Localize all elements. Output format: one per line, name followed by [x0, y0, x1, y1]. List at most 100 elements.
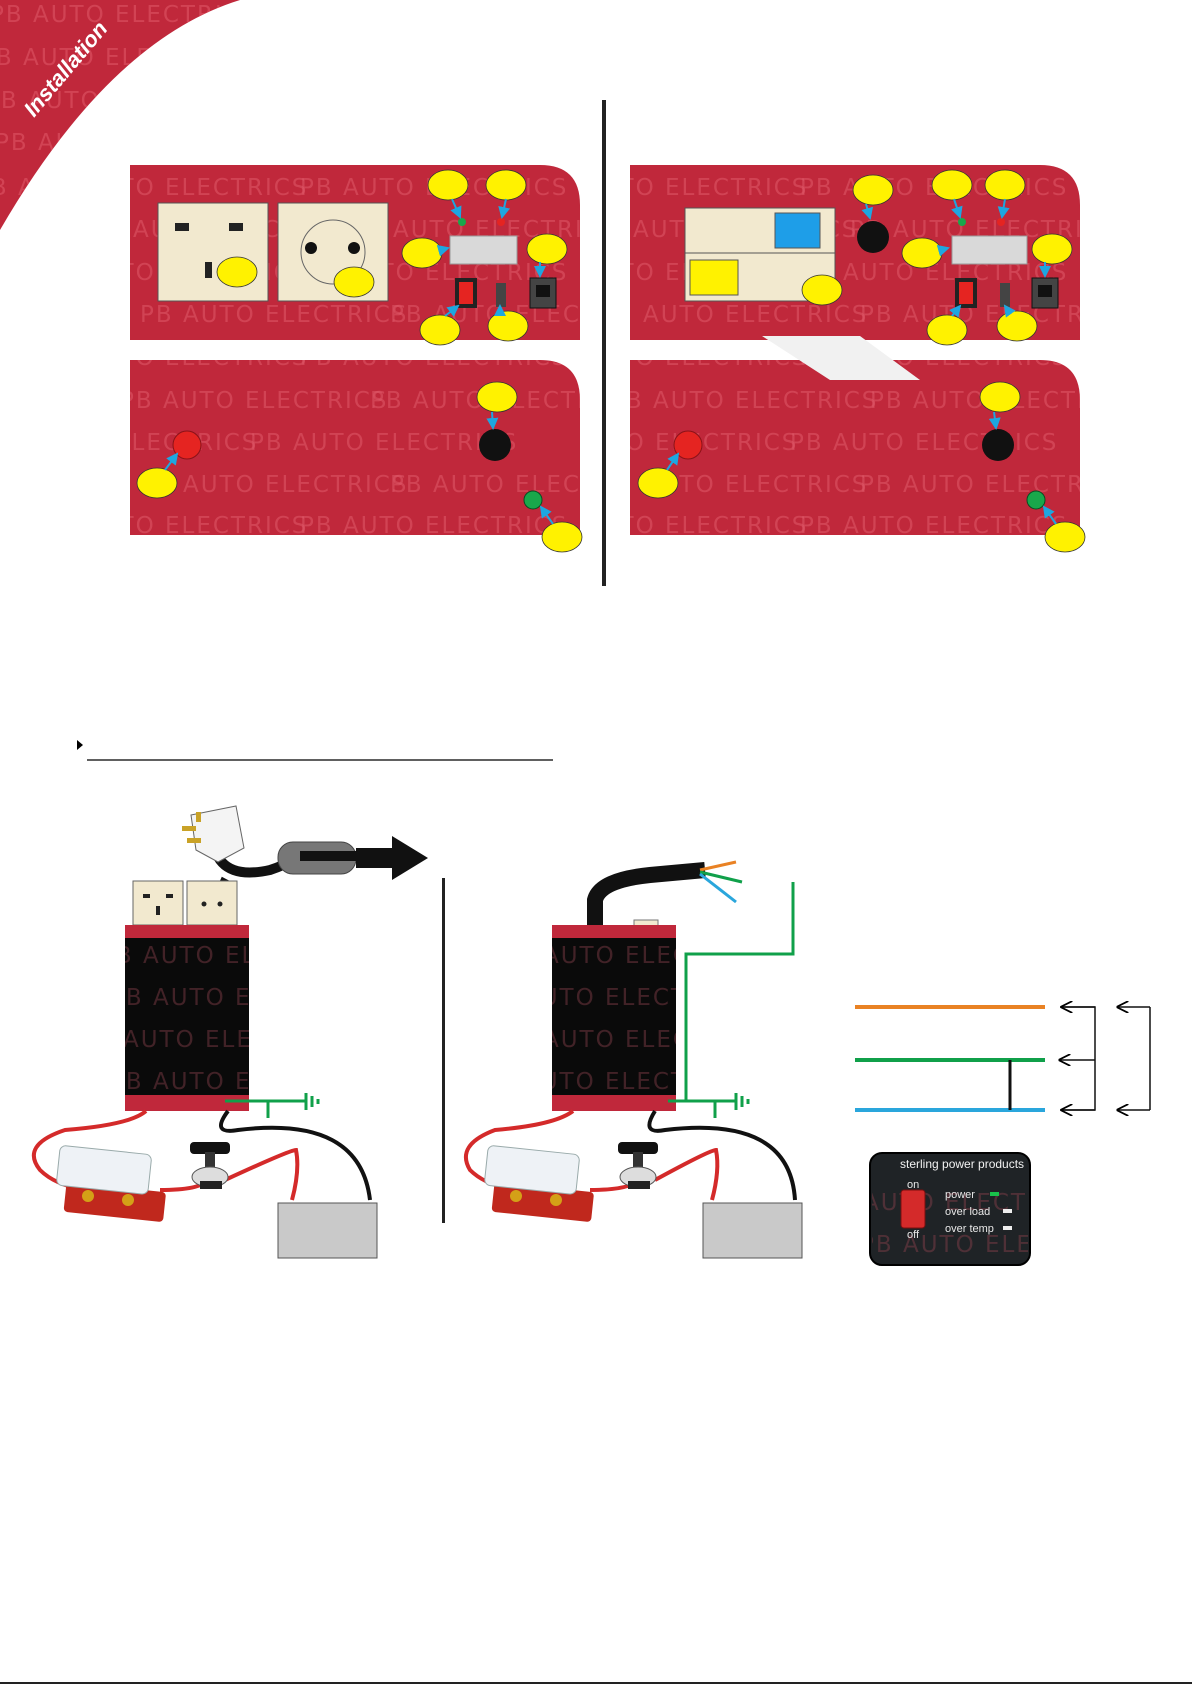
negative-cable [219, 1109, 372, 1201]
panel-watermark: PB AUTO ELECTRICS [40, 175, 308, 201]
wiring-divider [442, 878, 445, 1223]
earth-terminal [1026, 490, 1046, 510]
panel-watermark: PB AUTO ELECTRICS [540, 175, 808, 201]
mains-cable [587, 862, 706, 930]
panel-watermark: PB AUTO ELECTRICS [870, 388, 1138, 414]
panel-watermark: PB AUTO ELECTRICS [250, 430, 518, 456]
panel-watermark: PB AUTO ELECTRICS [600, 302, 868, 328]
positive-cable [31, 1109, 148, 1192]
inverter-watermark: PB AUTO ELECTRICS [500, 1027, 768, 1053]
background-shade [762, 336, 920, 380]
overload-led-icon [1003, 1209, 1012, 1213]
overtemp-led-icon [1003, 1226, 1012, 1230]
section-header [77, 740, 553, 761]
inverter-watermark: PB AUTO ELECTRICS [500, 943, 768, 969]
flow-arrow-icon [356, 836, 428, 880]
positive-terminal [172, 430, 202, 460]
panel-watermark: PB AUTO ELECTRICS [800, 345, 1068, 371]
rcd-button [774, 212, 821, 249]
panel-watermark: PB AUTO ELECTRICS [300, 345, 568, 371]
corner-watermark-1: PB AUTO ELECTRICS [0, 2, 258, 28]
callout-bubble [136, 467, 178, 499]
callout-bubble [476, 381, 518, 413]
remote-switch-on: on [907, 1179, 919, 1191]
panel-watermark: PB AUTO ELECTRICS [0, 430, 258, 456]
panel-watermark: PB AUTO ELECTRICS [860, 472, 1128, 498]
panel-hardwire-rear: PB AUTO ELECTRICS PB AUTO ELECTRICS PB A… [530, 345, 1138, 553]
callout-arrows [436, 198, 546, 317]
fuse-holder-icon [484, 1145, 594, 1222]
fault-led [497, 218, 505, 226]
panel-watermark: PB AUTO ELECTRICS [300, 513, 568, 539]
display-window [449, 235, 518, 265]
callout-bubble [979, 381, 1021, 413]
inverter-bottom-flange [125, 1095, 249, 1111]
panel-uk-rear: PB AUTO ELECTRICS PB AUTO ELECTRICS PB A… [0, 345, 638, 553]
inverter-watermark: PB AUTO ELECTRICS [100, 943, 368, 969]
uk-socket-mini [132, 880, 184, 926]
earth-terminal [523, 490, 543, 510]
panel-watermark: PB AUTO ELECTRICS [140, 472, 408, 498]
remote-watermark: PB AUTO ELECTRICS [820, 1190, 1088, 1216]
remote-watermark: PB AUTO ELECTRICS [860, 1232, 1128, 1258]
indicator-overload-label: over load [945, 1206, 990, 1218]
neutral-wire [699, 872, 737, 904]
panel-uk-front: PB AUTO ELECTRICS PB AUTO ELECTRICS PB A… [40, 165, 580, 346]
remote-power-switch[interactable] [900, 1189, 926, 1229]
panel-watermark: PB AUTO ELECTRICS [40, 345, 308, 371]
panel-watermark: PB AUTO ELECTRICS [540, 513, 808, 539]
ground-symbol-icon [734, 1093, 750, 1110]
wiring-diagram-hardwire: PB AUTO ELECTRICS PB AUTO ELECTRICS PB A… [463, 860, 803, 1259]
inverter-watermark: PB AUTO ELECTRICS [480, 1069, 748, 1095]
negative-terminal [479, 429, 511, 461]
panel-watermark: PB AUTO ELECTRICS [610, 388, 878, 414]
inverter-bottom-flange [552, 1095, 676, 1111]
callout-bubble [637, 467, 679, 499]
panel-watermark: PB AUTO ELECTRICS [540, 345, 808, 371]
callout-bubbles [801, 169, 1073, 346]
terminal-label [689, 259, 739, 296]
corner-watermark-2: PB AUTO ELECTRICS [0, 45, 248, 71]
earth-wire [699, 870, 743, 884]
positive-terminal [673, 430, 703, 460]
inverter-body [125, 938, 249, 1108]
display-window [951, 235, 1028, 265]
remote-switch-off: off [907, 1229, 920, 1241]
schuko-socket-mini [186, 880, 238, 926]
remote-control-panel: PB AUTO ELECTRICS PB AUTO ELECTRICS ster… [820, 1152, 1128, 1266]
indicator-power-label: power [945, 1189, 975, 1201]
earth-bond-wire [668, 882, 795, 1103]
section-bullet-icon [77, 740, 83, 750]
top-divider [602, 100, 606, 586]
isolator-switch-icon [190, 1142, 230, 1189]
negative-terminal [982, 429, 1014, 461]
panel-hardwire-front: PB AUTO ELECTRICS PB AUTO ELECTRICS PB A… [540, 165, 1128, 346]
indicator-overtemp-label: over temp [945, 1223, 994, 1235]
cable-gland [857, 221, 889, 253]
callout-bubble [541, 521, 583, 553]
uk-socket [157, 202, 269, 302]
callout-bubbles [216, 169, 568, 346]
battery-box [277, 1202, 378, 1259]
remote-brand: sterling power products [900, 1157, 1024, 1171]
panel-watermark: PB AUTO ELECTRICS [790, 430, 1058, 456]
panel-watermark: PB AUTO ELECTRICS [860, 302, 1128, 328]
inverter-body [552, 938, 676, 1108]
panel-watermark: PB AUTO ELECTRICS [530, 430, 798, 456]
corner-tab-shape [0, 0, 240, 230]
panel-watermark: PB AUTO ELECTRICS [120, 388, 388, 414]
wire-legend [855, 1007, 1151, 1110]
corner-watermark-4: PB AUTO ELECTRICS [0, 130, 263, 156]
inverter-watermark: PB AUTO ELECTRICS [80, 1027, 348, 1053]
callout-bubble [1044, 521, 1086, 553]
wiring-diagram-plug: PB AUTO ELECTRICS PB AUTO ELECTRICS PB A… [31, 805, 428, 1259]
callout-arrows [861, 198, 1051, 318]
inverter-watermark: PB AUTO ELECTRICS [110, 985, 378, 1011]
inverter-watermark: PB AUTO ELECTRICS [480, 985, 748, 1011]
power-led [458, 218, 466, 226]
negative-cable [647, 1109, 797, 1201]
panel-watermark: PB AUTO ELECTRICS [800, 513, 1068, 539]
panel-watermark: PB AUTO ELECTRICS [370, 388, 638, 414]
panel-watermark: PB AUTO ELECTRICS [40, 513, 308, 539]
